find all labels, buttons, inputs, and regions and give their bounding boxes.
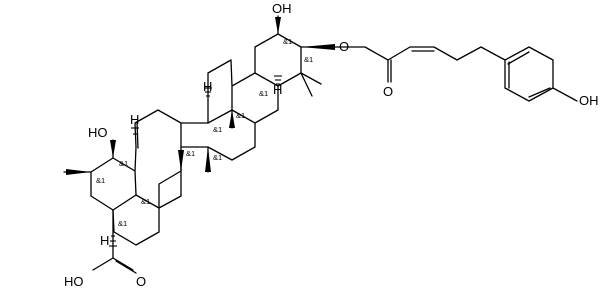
wedge-oh-ring-f — [275, 17, 281, 34]
stereo-label: &1 — [141, 197, 150, 206]
ring-f — [254, 33, 302, 87]
stereo-label: &1 — [213, 153, 222, 162]
label-h-ring-e: H — [203, 79, 212, 94]
wedge-methyl-c8 — [178, 150, 184, 171]
label-acid-oh: HO — [64, 274, 84, 289]
label-h-acid: H — [100, 233, 109, 248]
hash-h-ring-e — [204, 87, 212, 97]
atom-labels: OH O O OH HO O HO H H H H — [64, 1, 599, 289]
wedge-methyl-c12 — [229, 110, 235, 128]
wedge-methyl-ring-a — [66, 169, 91, 175]
carboxylic-acid-bonds — [92, 209, 134, 271]
stereo-labels: &1 &1 &1 &1 &1 &1 &1 &1 &1 &1 &1 — [96, 37, 313, 228]
ring-e — [207, 59, 279, 124]
alkene-double-bond — [136, 121, 139, 149]
ring-d — [180, 109, 256, 161]
stereo-label: &1 — [96, 176, 105, 185]
label-h-ring-f: H — [273, 82, 282, 97]
wedge-ester-o — [301, 44, 335, 50]
acid-double-bond — [115, 260, 137, 274]
wedge-oh-ring-a — [110, 140, 116, 158]
stereo-label: &1 — [186, 149, 195, 158]
wedge-methyl-c14 — [205, 147, 211, 172]
hash-h-ring-c — [131, 127, 139, 135]
stereo-bonds — [66, 17, 335, 247]
phenyl-inner-bonds — [507, 51, 551, 98]
stereo-label: &1 — [304, 55, 313, 64]
ring-c — [134, 109, 182, 209]
stereo-label: &1 — [259, 89, 268, 98]
label-h-ring-c: H — [130, 112, 139, 127]
ring-bonds — [63, 33, 302, 274]
stereo-label: &1 — [236, 111, 245, 120]
label-oh-ring-f: OH — [272, 1, 292, 16]
label-acid-carbonyl-o: O — [136, 274, 146, 289]
stereo-label: &1 — [118, 219, 127, 228]
hash-h-ring-f — [274, 75, 282, 85]
label-ester-o: O — [339, 39, 349, 54]
stereo-label: &1 — [213, 125, 222, 134]
carbonyl-double-bond — [387, 59, 392, 83]
gem-dimethyl — [300, 72, 322, 97]
label-phenol-oh: OH — [579, 93, 599, 108]
phenyl-ring — [456, 46, 578, 102]
hash-acid — [109, 235, 117, 247]
label-carbonyl-o: O — [383, 84, 393, 99]
stereo-label: &1 — [283, 37, 292, 46]
stereo-label: &1 — [119, 159, 128, 168]
label-tertiary-oh: HO — [88, 125, 108, 140]
